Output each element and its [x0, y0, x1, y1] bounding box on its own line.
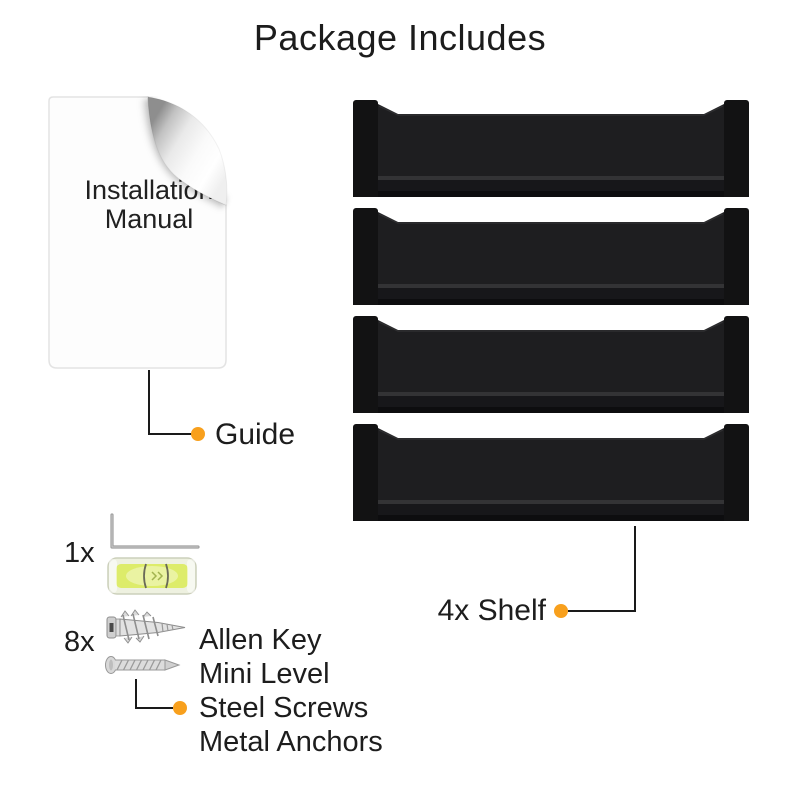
hardware-callout-line-vertical: [135, 679, 137, 709]
metal-anchor-icon: [106, 609, 186, 644]
shelf-callout-line-vertical: [634, 526, 636, 612]
shelf-ledge-highlight: [378, 500, 724, 504]
hardware-icons: [105, 513, 200, 674]
hardware-item-label: Mini Level: [199, 658, 330, 690]
shelf-illustration: [353, 208, 749, 305]
hardware-item-label: Steel Screws: [199, 692, 369, 724]
shelf-callout-dot: [554, 604, 568, 618]
shelf-front-lip: [378, 180, 724, 191]
shelf-ledge-highlight: [378, 176, 724, 180]
guide-label: Guide: [215, 418, 296, 451]
shelf-back-panel: [378, 320, 724, 413]
shelf-illustration: [353, 424, 749, 521]
qty-label-1x: 1x: [64, 537, 95, 569]
guide-callout-dot: [191, 427, 205, 441]
installation-manual-graphic: Installation Manual: [48, 96, 229, 369]
shelf-ledge-highlight: [378, 284, 724, 288]
hardware-callout-line-horizontal: [135, 707, 173, 709]
qty-label-8x: 8x: [64, 626, 95, 658]
shelf-back-panel: [378, 212, 724, 305]
page-curl-icon: [147, 96, 228, 206]
shelf-stack: [352, 100, 750, 522]
hardware-callout-dot: [173, 701, 187, 715]
guide-callout-line-horizontal: [148, 433, 194, 435]
shelf-callout-line-horizontal: [568, 610, 636, 612]
shelf-illustration: [353, 100, 749, 197]
shelf-front-lip: [378, 288, 724, 299]
shelf-front-lip: [378, 504, 724, 515]
shelf-ledge-highlight: [378, 392, 724, 396]
page-title: Package Includes: [253, 17, 547, 58]
guide-callout-line-vertical: [148, 370, 150, 435]
hardware-item-label: Metal Anchors: [199, 726, 383, 758]
allen-key-icon: [110, 513, 200, 549]
hardware-item-label: Allen Key: [199, 624, 322, 656]
shelf-back-panel: [378, 428, 724, 521]
shelf-illustration: [353, 316, 749, 413]
steel-screw-icon: [105, 656, 181, 674]
shelf-label: 4x Shelf: [437, 594, 546, 627]
manual-title-line2: Manual: [105, 204, 194, 234]
mini-level-icon: [107, 557, 197, 595]
shelf-back-panel: [378, 104, 724, 197]
shelf-front-lip: [378, 396, 724, 407]
